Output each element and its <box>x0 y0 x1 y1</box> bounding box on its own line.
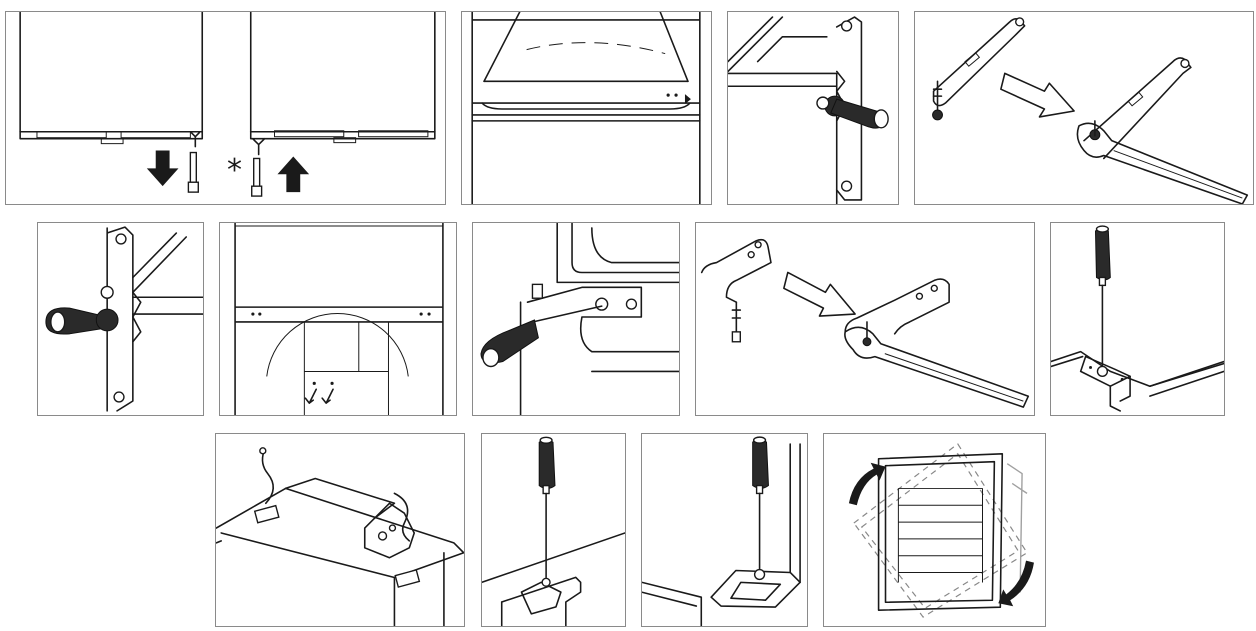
hinge-pin-swap-illustration <box>932 17 1249 204</box>
hinge-screw-removal-illustration <box>728 16 889 204</box>
down-arrow-icon <box>146 150 179 187</box>
screwdriver-icon <box>824 95 889 129</box>
top-cover-illustration <box>471 12 701 204</box>
panel-step-11 <box>481 433 626 627</box>
door-pin-icon <box>251 157 263 197</box>
panel-step-6 <box>219 222 457 416</box>
screwdriver-hinge-left-illustration <box>482 436 625 626</box>
screwdriver-icon <box>1094 225 1111 373</box>
asterisk-icon: * <box>227 153 242 188</box>
door-mounting-holes-illustration <box>234 223 444 415</box>
panel-step-2 <box>461 11 712 205</box>
right-arrow-icon <box>1000 72 1075 118</box>
screwdriver-icon <box>45 307 119 335</box>
screwdriver-icon <box>752 436 769 574</box>
wrench-icon <box>1076 122 1249 204</box>
panel-step-10 <box>215 433 465 627</box>
right-arrow-icon <box>783 271 856 317</box>
panel-step-8 <box>695 222 1035 416</box>
rotate-arrow-icon <box>998 560 1034 607</box>
lower-hinge-removal-illustration <box>480 223 679 415</box>
panel-step-13 <box>823 433 1046 627</box>
panel-step-4 <box>914 11 1254 205</box>
door-rotation-illustration <box>848 443 1034 618</box>
panel-step-1: * <box>5 11 446 205</box>
panel-step-5 <box>37 222 204 416</box>
screwdriver-icon <box>538 436 556 579</box>
hinge-screw-refit-illustration <box>45 226 203 412</box>
screwdriver-icon <box>480 305 603 368</box>
panel-step-7 <box>472 222 680 416</box>
lower-hinge-pin-swap-illustration <box>700 238 1030 408</box>
panel-step-3 <box>727 11 899 205</box>
screwdriver-bottom-bracket-illustration <box>1051 225 1224 412</box>
door-removal-illustration <box>19 12 436 197</box>
up-arrow-icon <box>277 156 310 193</box>
panel-step-12 <box>641 433 808 627</box>
panel-step-9 <box>1050 222 1225 416</box>
screwdriver-hinge-right-illustration <box>642 436 801 626</box>
rotate-arrow-icon <box>848 462 886 506</box>
door-pin-icon <box>187 151 199 193</box>
wrench-icon <box>844 326 1030 408</box>
top-hinge-and-cable-illustration <box>216 447 464 626</box>
